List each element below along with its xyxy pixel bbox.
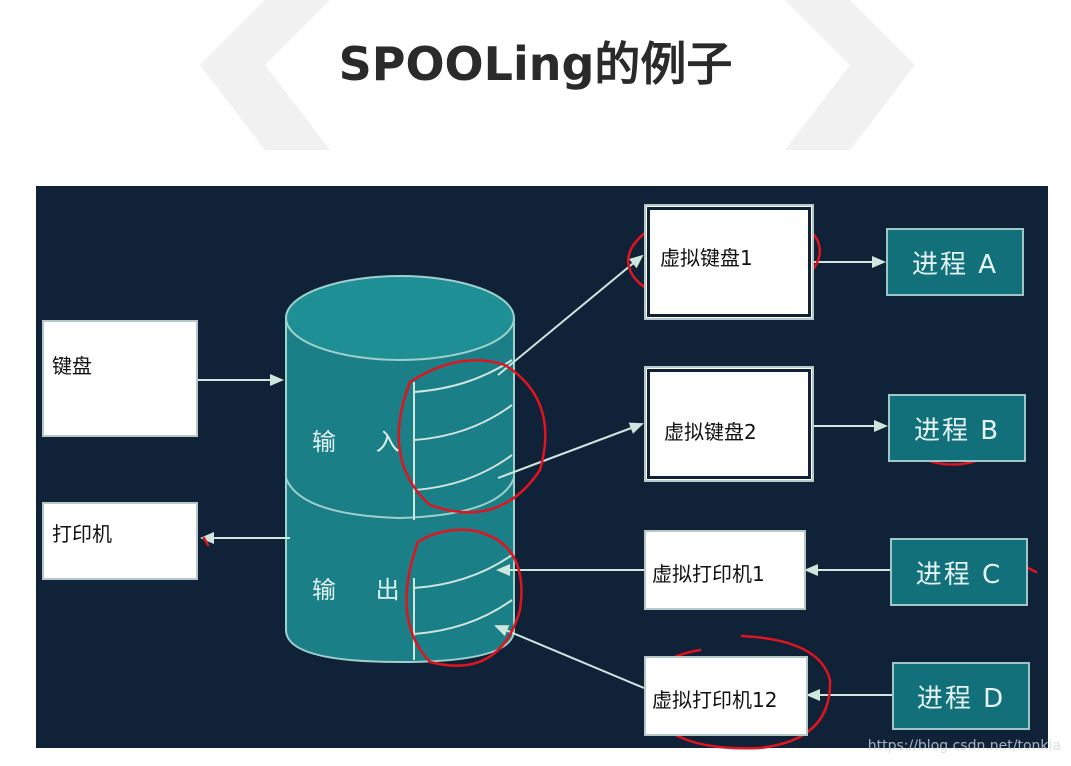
process-a-box: 进程 A xyxy=(886,228,1024,296)
spool-disk-cylinder xyxy=(285,275,515,664)
virtual-printer-12-label: 虚拟打印机12 xyxy=(652,688,778,712)
virtual-printer-12-box: 虚拟打印机12 xyxy=(644,656,808,736)
page-title: SPOOLing的例子 xyxy=(338,37,733,91)
process-c-box: 进程 C xyxy=(890,538,1028,606)
virtual-printer-1-label: 虚拟打印机1 xyxy=(652,562,765,586)
printer-device-box: 打印机 xyxy=(42,502,198,580)
spool-output-label: 输 出 xyxy=(312,576,416,604)
arrow-vpr12-to-spool xyxy=(494,625,645,689)
keyboard-device-box: 键盘 xyxy=(42,320,198,437)
virtual-keyboard-1-box: 虚拟键盘1 xyxy=(644,204,814,320)
printer-label: 打印机 xyxy=(52,522,112,546)
flow-arrows xyxy=(198,254,892,701)
arrow-spool-to-vkb2 xyxy=(497,422,644,479)
virtual-printer-1-box: 虚拟打印机1 xyxy=(644,530,806,610)
process-b-box: 进程 B xyxy=(888,394,1026,462)
virtual-keyboard-2-label: 虚拟键盘2 xyxy=(664,420,757,444)
virtual-keyboard-1-label: 虚拟键盘1 xyxy=(660,246,753,270)
arrow-spool-to-vkb1 xyxy=(497,254,644,376)
process-d-box: 进程 D xyxy=(892,662,1030,730)
keyboard-label: 键盘 xyxy=(52,354,92,378)
watermark-text: https://blog.csdn.net/tonkia xyxy=(867,738,1061,754)
spool-input-label: 输 入 xyxy=(312,428,416,456)
virtual-keyboard-2-box: 虚拟键盘2 xyxy=(644,366,814,482)
